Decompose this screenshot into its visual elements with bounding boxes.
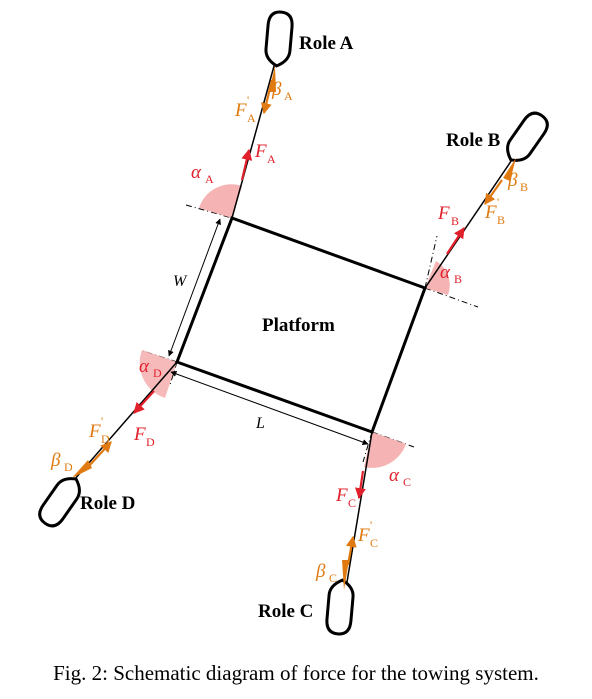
role-c-label: Role C (258, 601, 313, 622)
beta-b-label: β B (507, 170, 528, 194)
svg-text:A: A (284, 89, 293, 103)
svg-text:F: F (254, 141, 267, 162)
svg-text:β: β (315, 561, 326, 582)
beta-a-label: β A (271, 79, 293, 103)
svg-text:C: C (329, 571, 337, 585)
tug-force-c-label: F ' C (357, 518, 378, 550)
width-label: W (173, 273, 188, 290)
boat-a (264, 10, 294, 68)
svg-text:α: α (440, 262, 451, 283)
figure-caption: Fig. 2: Schematic diagram of force for t… (53, 661, 539, 685)
svg-text:D: D (101, 432, 110, 446)
angle-sectors (139, 184, 450, 468)
svg-text:': ' (101, 414, 103, 428)
svg-text:F: F (133, 424, 146, 445)
alpha-b-sector (425, 261, 450, 295)
force-a-label: F A (254, 141, 276, 166)
svg-text:B: B (451, 214, 459, 228)
boat-d (38, 477, 81, 528)
beta-d-label: β D (50, 450, 73, 474)
force-d-label: F D (133, 424, 155, 449)
boat-b (506, 111, 549, 162)
svg-text:α: α (389, 465, 400, 486)
svg-text:B: B (497, 213, 505, 227)
force-b-arrow (446, 227, 465, 255)
svg-text:D: D (146, 435, 155, 449)
tug-force-d-arrow (88, 441, 112, 467)
svg-text:C: C (403, 475, 411, 489)
alpha-c-sector (364, 432, 406, 468)
svg-text:F: F (437, 203, 450, 224)
svg-text:A: A (267, 152, 276, 166)
role-b-label: Role B (446, 130, 501, 151)
force-c-arrow (355, 470, 366, 500)
svg-text:F: F (357, 525, 370, 546)
length-dimension-line (170, 371, 369, 445)
force-b-label: F B (437, 203, 459, 228)
svg-text:A: A (247, 111, 256, 125)
length-label: L (255, 415, 265, 432)
role-a-label: Role A (299, 33, 354, 54)
alpha-d-label: α D (139, 356, 162, 380)
svg-text:F: F (88, 421, 101, 442)
tug-force-b-arrow (484, 179, 503, 205)
beta-c-label: β C (315, 561, 337, 585)
svg-text:β: β (50, 450, 61, 471)
force-c-label: F C (335, 485, 356, 510)
svg-text:D: D (64, 460, 73, 474)
force-a-arrow (240, 148, 253, 181)
svg-text:B: B (454, 272, 462, 286)
svg-text:β: β (507, 170, 518, 191)
svg-text:C: C (348, 496, 356, 510)
svg-text:F: F (234, 100, 247, 121)
svg-text:β: β (271, 79, 282, 100)
platform-force-arrows (133, 148, 465, 500)
svg-text:α: α (139, 356, 150, 377)
alpha-a-sector (199, 184, 242, 218)
svg-text:A: A (205, 172, 214, 186)
svg-text:': ' (497, 195, 499, 209)
role-d-label: Role D (80, 493, 135, 514)
tug-force-b-label: F ' B (484, 195, 505, 227)
platform-label: Platform (262, 315, 335, 336)
svg-text:F: F (335, 485, 348, 506)
alpha-c-label: α C (389, 465, 411, 489)
svg-text:': ' (247, 93, 249, 107)
svg-text:F: F (484, 202, 497, 223)
svg-text:B: B (520, 180, 528, 194)
alpha-a-label: α A (191, 162, 214, 186)
svg-text:': ' (370, 518, 372, 532)
svg-text:α: α (191, 162, 202, 183)
boat-c (325, 578, 355, 636)
beta-wedges (72, 66, 516, 590)
tug-force-d-label: F ' D (88, 414, 110, 446)
force-d-arrow (133, 390, 155, 414)
tug-force-a-label: F ' A (234, 93, 256, 125)
svg-text:C: C (370, 536, 378, 550)
alpha-d-sector (139, 350, 177, 398)
alpha-b-label: α B (440, 262, 462, 286)
svg-text:D: D (153, 366, 162, 380)
towing-force-diagram: Platform W L Role A Role B Role C Role D (38, 10, 549, 636)
width-dimension-line (168, 218, 221, 357)
